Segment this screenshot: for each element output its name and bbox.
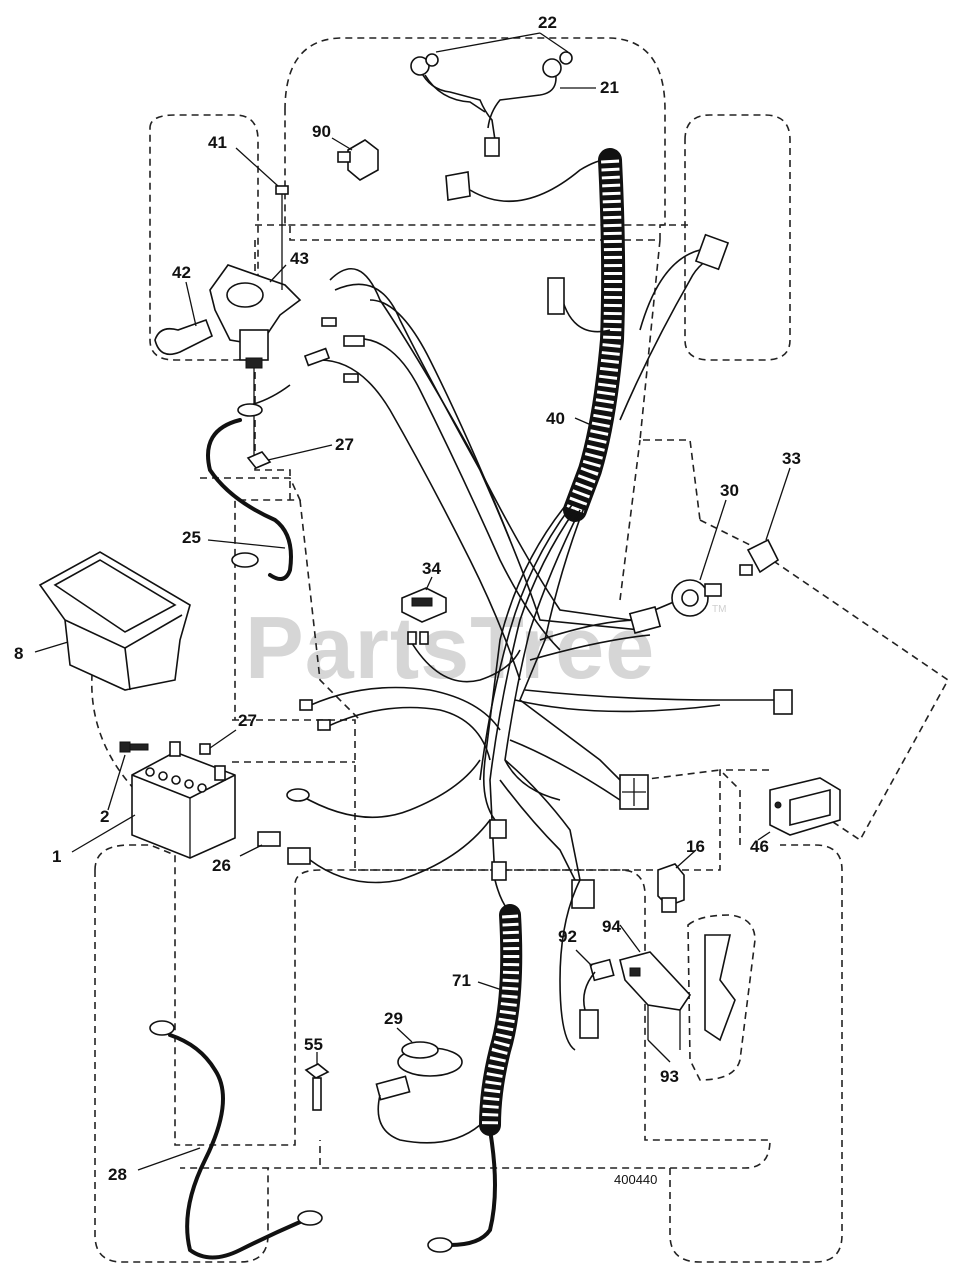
- lead-wires-left: [239, 788, 311, 865]
- part-94: [619, 924, 692, 1063]
- part-46: [757, 777, 841, 841]
- ignition-switch-43: [154, 147, 302, 455]
- cable-25: [206, 384, 293, 581]
- callout-34: 34: [422, 559, 441, 578]
- callout-46: 46: [750, 837, 769, 856]
- main-conduit-40: [563, 148, 626, 522]
- callout-27-top: 27: [335, 435, 354, 454]
- washer-27-top: [246, 444, 333, 469]
- horn-29: [375, 1027, 481, 1144]
- cable-28: [137, 1020, 323, 1260]
- watermark-tm: TM: [712, 604, 726, 615]
- callout-25: 25: [182, 528, 201, 547]
- top-connector: [445, 158, 611, 202]
- callout-27-battery: 27: [238, 711, 257, 730]
- drawing-number: 400440: [614, 1172, 657, 1187]
- callout-1: 1: [52, 847, 61, 866]
- callout-33: 33: [782, 449, 801, 468]
- main-harness: [299, 249, 775, 884]
- part-16: [657, 849, 697, 913]
- callout-71: 71: [452, 971, 471, 990]
- callout-22: 22: [538, 13, 557, 32]
- callout-90: 90: [312, 122, 331, 141]
- callout-29: 29: [384, 1009, 403, 1028]
- shift-plate: [687, 914, 756, 1081]
- callout-94: 94: [602, 917, 621, 936]
- callout-30: 30: [720, 481, 739, 500]
- callout-16: 16: [686, 837, 705, 856]
- callout-43: 43: [290, 249, 309, 268]
- headlight-harness: [410, 32, 596, 157]
- switch-33: [739, 467, 791, 576]
- callout-41: 41: [208, 133, 227, 152]
- callout-21: 21: [600, 78, 619, 97]
- callout-26: 26: [212, 856, 231, 875]
- battery-tray-8: [34, 551, 191, 691]
- callout-93: 93: [660, 1067, 679, 1086]
- switch-30: [671, 499, 727, 617]
- bolt-55: [304, 1052, 330, 1111]
- callout-8: 8: [14, 644, 23, 663]
- callout-40: 40: [546, 409, 565, 428]
- callout-2: 2: [100, 807, 109, 826]
- callout-92: 92: [558, 927, 577, 946]
- harness-92: [559, 879, 615, 1051]
- harness-connectors: [299, 233, 793, 909]
- callout-42: 42: [172, 263, 191, 282]
- callout-labels: 22 21 90 41 42 43 40 27 33 30 25 34 8 27…: [14, 13, 801, 1187]
- battery-1: [71, 729, 237, 859]
- part-90: [331, 137, 379, 181]
- cable-71-end: [427, 1128, 497, 1253]
- callout-28: 28: [108, 1165, 127, 1184]
- watermark: PartsTree: [245, 598, 655, 697]
- switch-34: [401, 576, 447, 645]
- conduit-71: [477, 879, 523, 1136]
- callout-55: 55: [304, 1035, 323, 1054]
